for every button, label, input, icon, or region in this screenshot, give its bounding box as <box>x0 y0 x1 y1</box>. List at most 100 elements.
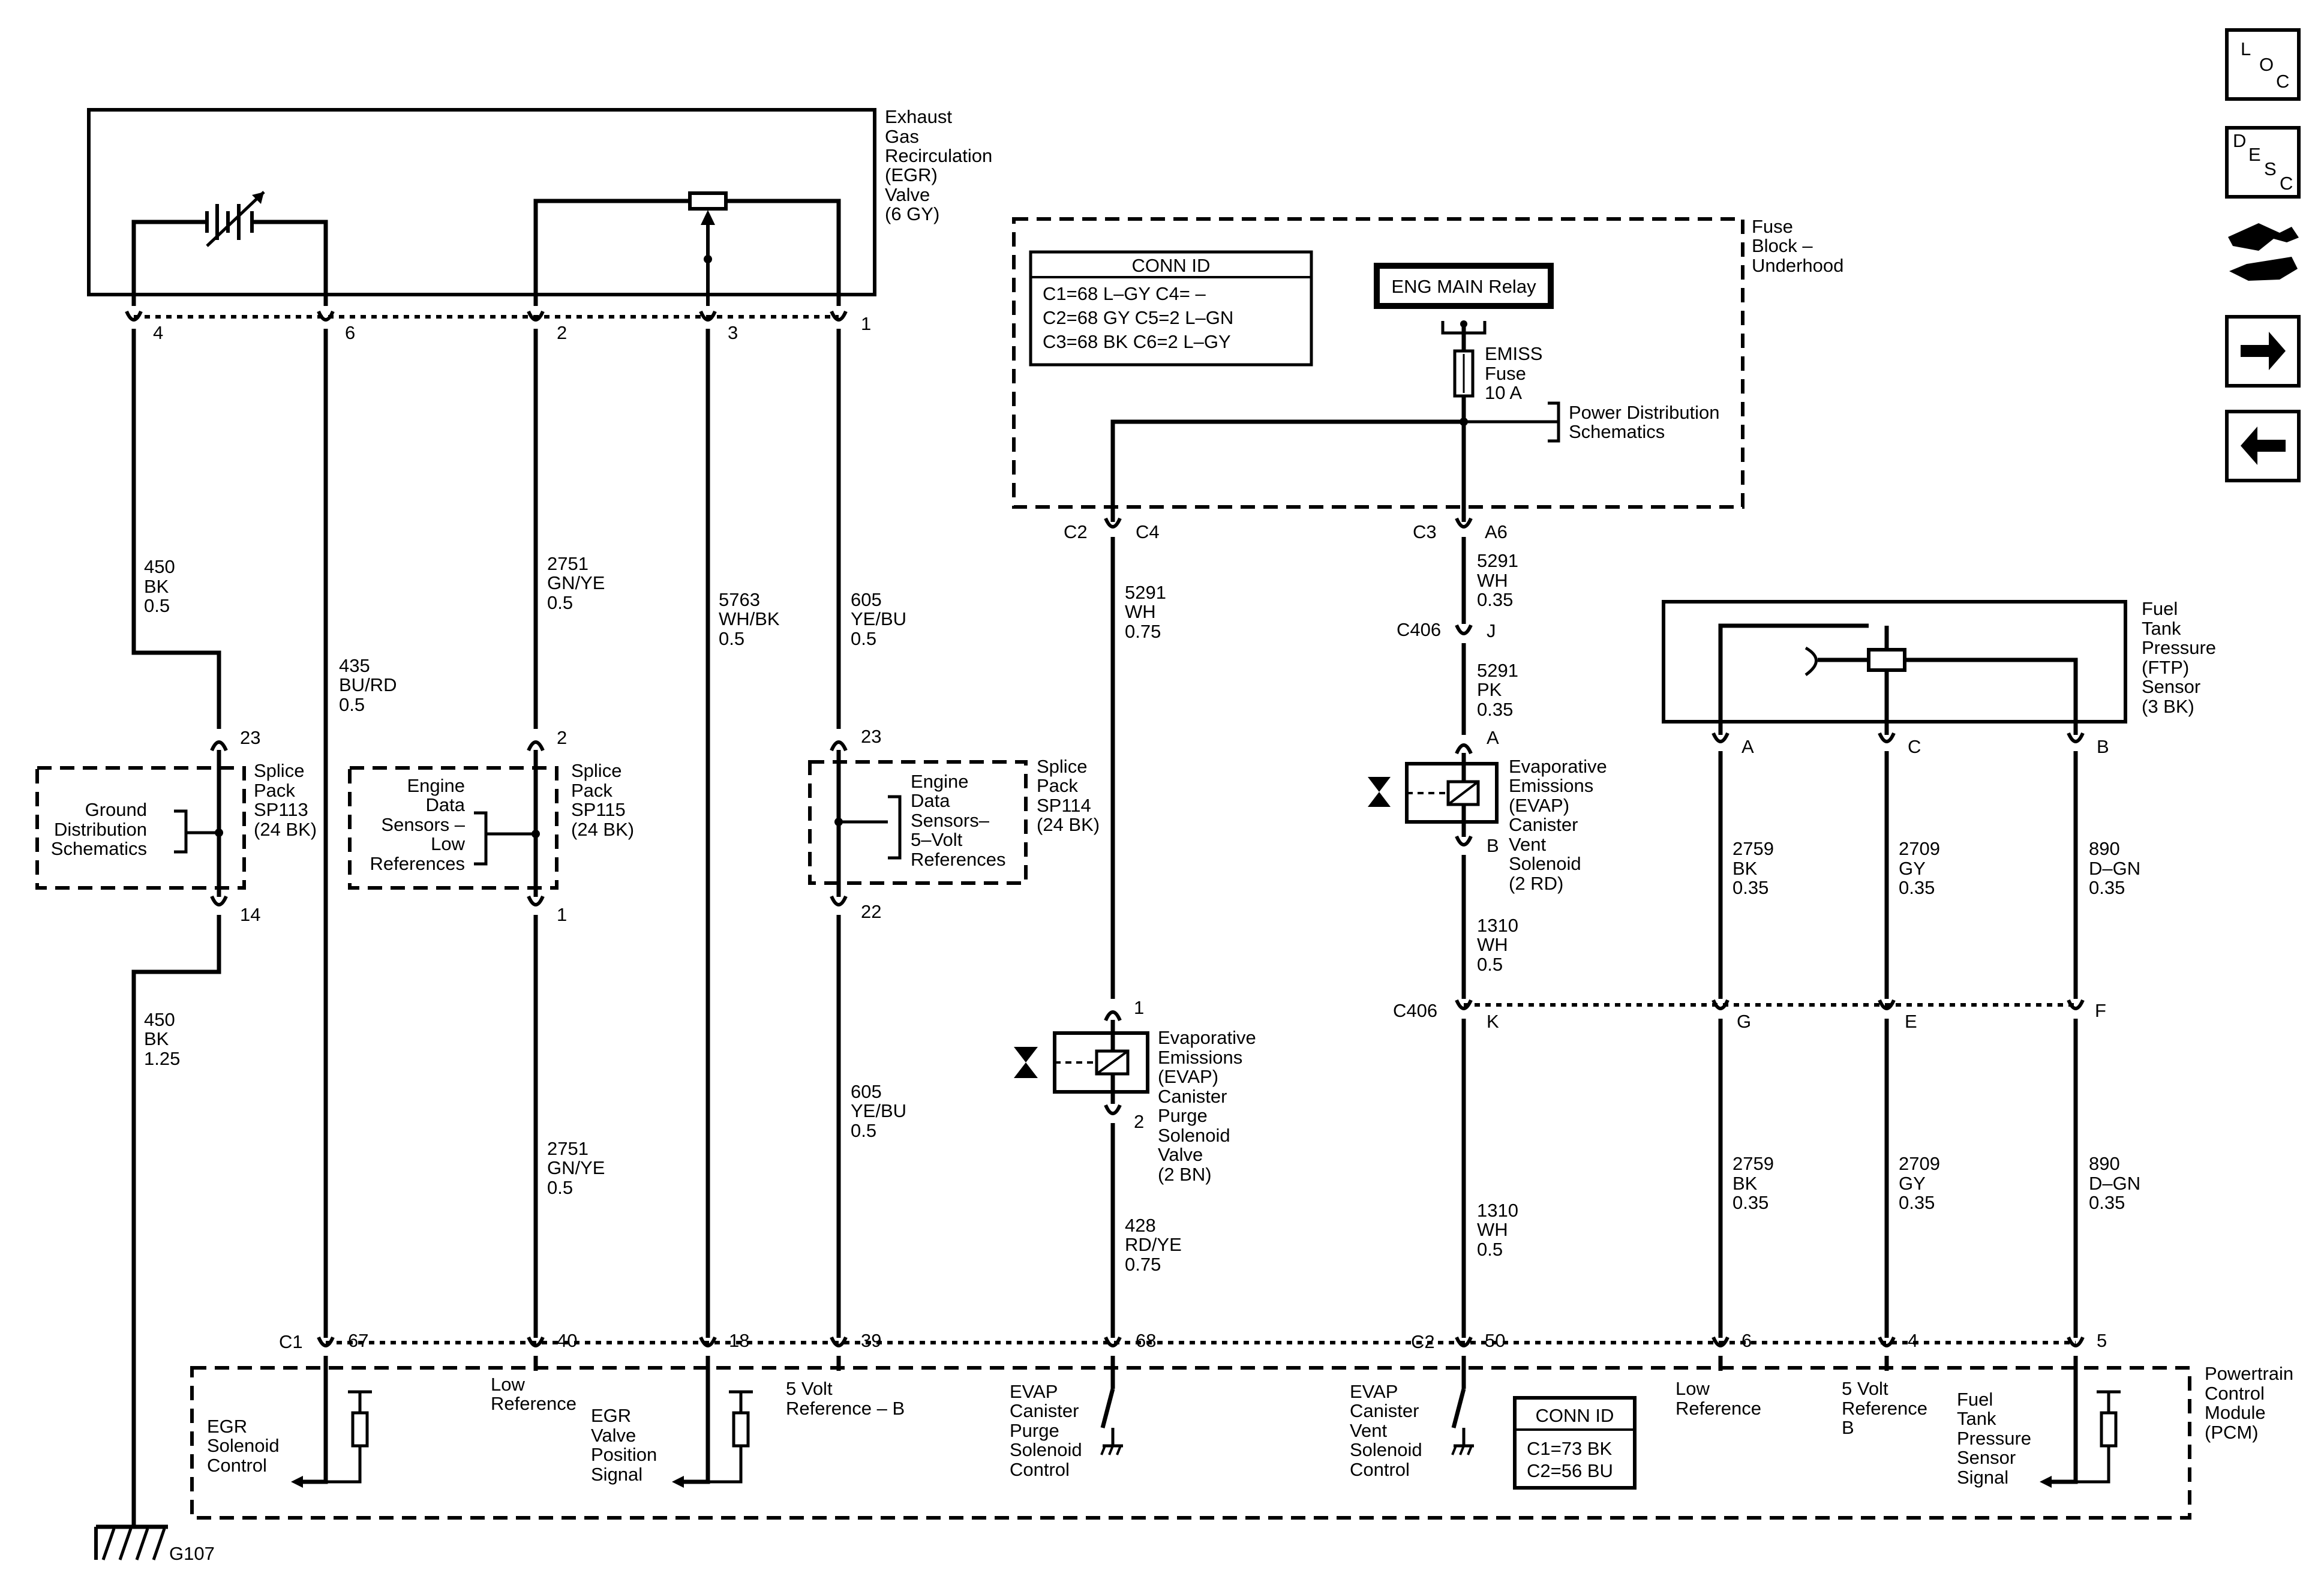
splice-ref: Sensors – <box>381 814 465 835</box>
power-dist-ref: Power Distribution <box>1569 402 1720 423</box>
conn-id-title: CONN ID <box>1132 255 1211 276</box>
next-page-button[interactable] <box>2225 315 2301 388</box>
wire-label: 0.5 <box>1477 954 1503 975</box>
solenoid-label: (EVAP) <box>1509 795 1569 816</box>
wire-label: 0.35 <box>1899 877 1935 898</box>
pcm-function: Reference <box>491 1393 577 1414</box>
pcm-function: Canister <box>1010 1400 1079 1421</box>
pcm-pin: 40 <box>557 1330 577 1351</box>
conn-id-row: C3=68 BK C6=2 L–GY <box>1043 331 1231 352</box>
pcm-function: Purge <box>1010 1420 1059 1441</box>
splice-pin: 22 <box>861 901 881 922</box>
nav-desc-letter: C <box>2280 173 2293 194</box>
pcm-function: Canister <box>1350 1400 1419 1421</box>
ftp-pin: A <box>1742 736 1754 757</box>
wire-label: WH <box>1125 601 1156 622</box>
wire-label: 5291 <box>1477 550 1518 571</box>
wire-label: YE/BU <box>851 1100 906 1121</box>
pcm-function: Vent <box>1350 1420 1387 1441</box>
fuse-block-label: Block – <box>1752 235 1813 256</box>
pcm-function: Control <box>1350 1459 1410 1480</box>
pcm-function: Control <box>207 1455 267 1476</box>
splice-label: Pack <box>1037 775 1078 796</box>
wire-label: BU/RD <box>339 674 397 695</box>
splice-ref: References <box>911 849 1006 870</box>
wire-label: 2759 <box>1733 838 1774 859</box>
splice-ref: Schematics <box>51 838 147 859</box>
ftp-sensor: Fuel Tank Pressure (FTP) Sensor (3 BK) <box>1662 598 2216 735</box>
wire-label: 0.5 <box>339 694 365 715</box>
pcm-function: Position <box>591 1444 657 1465</box>
wire-label: BK <box>144 1028 169 1049</box>
pcm-function: Solenoid <box>1010 1439 1082 1460</box>
splice-ref: Low <box>431 833 465 854</box>
pcm-function: 5 Volt <box>786 1378 833 1399</box>
solenoid-pin: A <box>1487 727 1499 748</box>
egr-valve-label: (6 GY) <box>885 203 939 224</box>
pcm-function: Reference <box>1842 1398 1927 1419</box>
ftp-label: (3 BK) <box>2142 696 2194 717</box>
wire-label: GY <box>1899 858 1926 879</box>
pcm-pin: 5 <box>2097 1330 2107 1351</box>
nav-desc-button[interactable]: D E S C <box>2225 126 2301 199</box>
wire-label: BK <box>144 576 169 597</box>
pcm-connector: C1 <box>279 1331 303 1352</box>
nav-loc-button[interactable]: L O C <box>2225 28 2301 101</box>
fuse-label: EMISS <box>1485 343 1542 364</box>
wire-label: 890 <box>2089 1153 2120 1174</box>
wire-label: BK <box>1733 1173 1758 1194</box>
wire-label: 2759 <box>1733 1153 1774 1174</box>
solenoid-label: Canister <box>1509 814 1578 835</box>
connector-end-view-icon[interactable] <box>2228 223 2299 281</box>
pcm-function: Control <box>1010 1459 1070 1480</box>
previous-page-button[interactable] <box>2225 410 2301 482</box>
fuse-pin: C2 <box>1064 521 1088 542</box>
splice-label: Splice <box>254 760 304 781</box>
egr-valve-label: (EGR) <box>885 164 938 185</box>
pcm-function: Signal <box>591 1464 642 1485</box>
fuse-pin: A6 <box>1485 521 1508 542</box>
splice-ref: 5–Volt <box>911 829 963 850</box>
splice-pin: 14 <box>240 904 260 925</box>
wire-label: 0.35 <box>1477 699 1513 720</box>
c406-label: C406 <box>1397 619 1441 640</box>
wire-label: 435 <box>339 655 370 676</box>
wire-label: 1.25 <box>144 1048 180 1069</box>
power-dist-ref: Schematics <box>1569 421 1665 442</box>
wire-label: 5291 <box>1477 660 1518 681</box>
wire-label: 0.75 <box>1125 1254 1161 1275</box>
splice-ref: Ground <box>85 799 147 820</box>
splice-label: (24 BK) <box>254 819 317 840</box>
splice-pin: 23 <box>861 726 881 747</box>
solenoid-pin: B <box>1487 835 1499 856</box>
wire-label: BK <box>1733 858 1758 879</box>
pcm-pin: 68 <box>1136 1330 1156 1351</box>
splice-pin: 1 <box>557 904 567 925</box>
egr-pin: 1 <box>861 313 871 334</box>
pcm-function: EGR <box>207 1416 247 1437</box>
pcm-function: Valve <box>591 1425 636 1446</box>
pcm-pin: 50 <box>1485 1330 1505 1351</box>
wire-label: 0.5 <box>851 628 876 649</box>
pcm-function: Reference <box>1676 1398 1761 1419</box>
wire-label: 0.5 <box>144 595 170 616</box>
pcm-function: Sensor <box>1957 1447 2016 1468</box>
wire-label: 0.5 <box>719 628 744 649</box>
wire-label: PK <box>1477 679 1502 700</box>
solenoid-label: Valve <box>1158 1144 1203 1165</box>
fuse-label: 10 A <box>1485 382 1522 403</box>
solenoid-label: Canister <box>1158 1086 1227 1107</box>
wire-label: 0.35 <box>2089 1192 2125 1213</box>
fuse-block-underhood: Fuse Block – Underhood CONN ID C1=68 L–G… <box>1012 216 1843 522</box>
egr-pin: 2 <box>557 322 567 343</box>
splice-ref: Data <box>911 790 950 811</box>
splice-pin: 2 <box>557 727 567 748</box>
pcm-function: Tank <box>1957 1408 1996 1429</box>
solenoid-label: Evaporative <box>1509 756 1607 777</box>
pcm-function: Solenoid <box>207 1435 280 1456</box>
pcm-function: Signal <box>1957 1467 2008 1488</box>
wire-label: WH <box>1477 934 1508 955</box>
nav-loc-letter: L <box>2241 38 2251 59</box>
egr-valve-label: Gas <box>885 126 919 147</box>
c406-pin: K <box>1487 1011 1499 1032</box>
